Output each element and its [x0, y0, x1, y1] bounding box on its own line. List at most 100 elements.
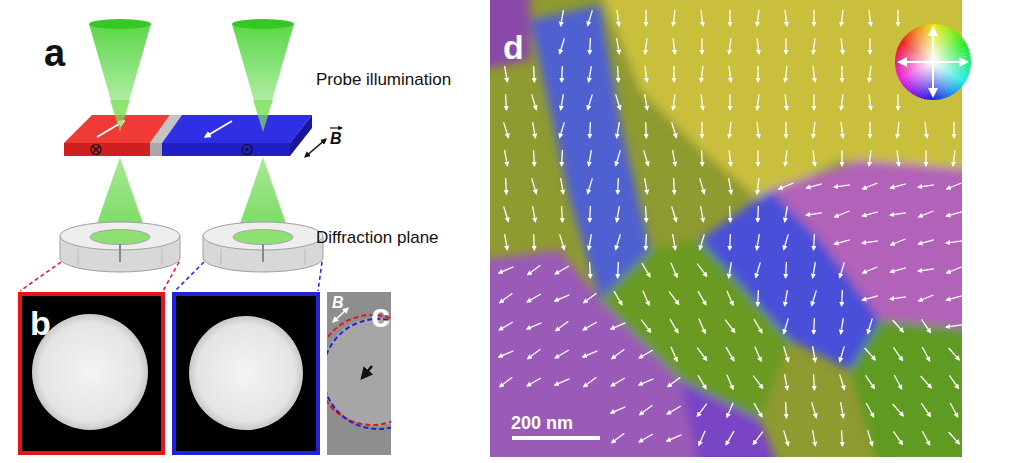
magnetization-vector	[616, 94, 621, 109]
detector-disc	[233, 230, 293, 245]
magnetization-vector	[947, 267, 962, 273]
magnetization-vector	[806, 184, 821, 188]
magnetization-vector	[893, 431, 902, 444]
magnetization-vector	[841, 66, 842, 82]
field-into-symbol	[91, 145, 101, 155]
magnetization-vector	[862, 241, 878, 243]
magnetization-vector	[505, 66, 508, 82]
magnetization-vector	[533, 150, 535, 166]
magnetization-vector	[532, 178, 537, 193]
magnetization-vector	[841, 150, 842, 166]
magnetization-vector	[841, 94, 843, 110]
magnetization-vector	[949, 432, 960, 444]
leader-line	[318, 262, 322, 291]
magnetization-vector	[785, 374, 788, 390]
magnetization-vector	[949, 348, 960, 360]
magnetization-vector	[757, 206, 759, 222]
magnetization-vector	[757, 150, 758, 166]
magnetization-vector	[863, 267, 878, 273]
magnetization-vector	[840, 262, 845, 277]
panel-d-illustration	[490, 0, 962, 457]
magnetization-vector	[729, 66, 731, 82]
magnetization-vector	[841, 318, 844, 334]
magnetization-vector	[673, 10, 675, 26]
magnetization-vector	[639, 379, 654, 385]
magnetization-vector	[869, 66, 871, 82]
field-symbol: B	[330, 131, 342, 147]
magnetization-vector	[667, 406, 681, 414]
magnetization-vector	[863, 183, 878, 189]
magnetization-vector	[946, 212, 961, 216]
magnetization-vector	[834, 240, 849, 244]
magnetization-vector	[862, 296, 877, 300]
magnetization-vector	[639, 350, 653, 358]
magnetization-vector	[617, 178, 619, 194]
magnetization-vector	[757, 290, 759, 306]
magnetization-vector	[673, 38, 675, 54]
magnetization-vector	[645, 10, 646, 26]
diffraction-disc	[189, 316, 303, 430]
magnetization-vector	[617, 66, 619, 82]
difference-disc	[327, 318, 391, 426]
magnetization-vector	[670, 319, 678, 333]
magnetization-vector	[897, 94, 898, 110]
magnetization-vector	[527, 294, 541, 302]
magnetic-domain	[490, 0, 530, 70]
magnetization-vector	[813, 10, 814, 26]
magnetization-vector	[784, 318, 789, 333]
magnetization-vector	[616, 234, 621, 249]
magnetization-vector	[527, 378, 541, 386]
magnetization-vector	[673, 66, 674, 82]
magnetization-vector	[612, 433, 625, 443]
magnetization-vector	[697, 348, 707, 361]
magnetization-vector	[698, 375, 706, 389]
magnetization-vector	[729, 122, 731, 138]
wheel-arrow	[932, 62, 934, 96]
magnetization-vector	[953, 150, 955, 166]
magnetization-vector	[806, 213, 822, 215]
leader-line	[175, 262, 204, 291]
magnetization-vector	[611, 378, 625, 386]
field-out-symbol	[246, 148, 249, 151]
magnetization-vector	[894, 375, 902, 389]
magnetization-vector	[893, 347, 902, 360]
magnetization-vector	[528, 265, 541, 275]
magnetization-vector	[701, 38, 702, 54]
magnetization-vector	[533, 206, 536, 222]
magnetization-vector	[785, 206, 788, 222]
magnetization-vector	[617, 206, 620, 222]
magnetization-vector	[672, 206, 677, 221]
magnetization-vector	[560, 38, 565, 53]
panel-a-illustration	[20, 19, 342, 291]
magnetization-vector	[866, 403, 874, 417]
magnetization-vector	[584, 377, 597, 387]
magnetization-vector	[755, 347, 761, 362]
magnetization-vector	[813, 150, 815, 166]
detector-pin	[119, 244, 121, 262]
magnetization-vector	[499, 322, 513, 330]
magnetization-vector	[611, 323, 626, 329]
magnetization-vector	[645, 38, 647, 54]
magnetization-vector	[560, 122, 565, 137]
blue-domain-end	[290, 115, 312, 156]
difference-panel: cB	[327, 292, 391, 455]
magnetization-vector	[727, 375, 733, 390]
magnetization-vector	[865, 348, 876, 360]
magnetization-vector	[667, 435, 682, 441]
magnetization-vector	[813, 234, 815, 250]
magnetization-vector	[897, 10, 898, 26]
magnetization-vector	[616, 150, 621, 165]
magnetization-vector	[753, 376, 763, 389]
magnetization-vector	[645, 178, 648, 194]
magnetization-vector	[812, 402, 817, 417]
magnetization-vector	[779, 183, 794, 189]
field-into-symbol	[93, 146, 100, 153]
magnetization-vector	[701, 206, 704, 222]
panel-b-illustration	[18, 292, 318, 455]
magnetization-vector	[785, 94, 787, 110]
magnetization-vector	[947, 183, 962, 189]
field-out-symbol	[242, 145, 252, 155]
magnetization-vector	[757, 10, 759, 26]
magnetization-vector	[754, 319, 762, 333]
magnetization-vector	[840, 374, 845, 389]
